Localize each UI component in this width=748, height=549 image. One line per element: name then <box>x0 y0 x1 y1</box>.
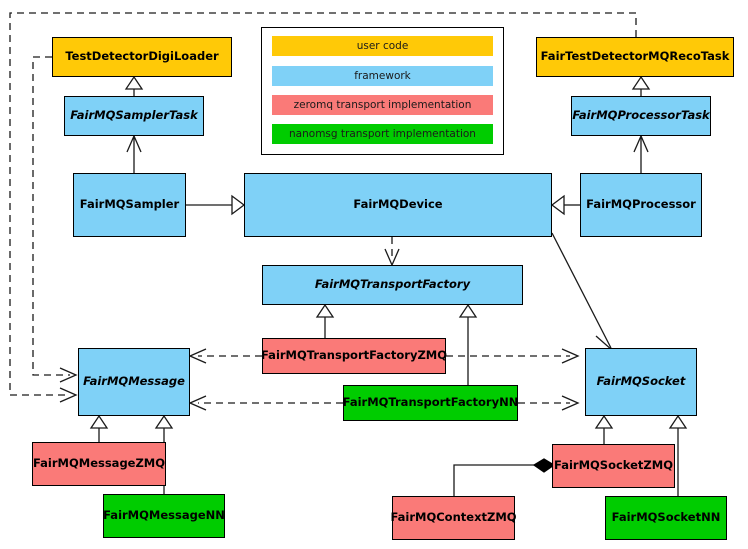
arrowhead-processortask-to-recotask <box>631 75 651 90</box>
arrowhead-socketnn-to-socket <box>668 414 688 429</box>
node-testdetectordigiloader[interactable]: TestDetectorDigiLoader <box>52 37 232 77</box>
node-label: FairMQSampler <box>79 197 180 212</box>
node-fairmqtransportfactory[interactable]: FairMQTransportFactory <box>262 265 523 305</box>
arrowhead-tfzmq-to-tf <box>315 303 335 318</box>
legend-item-nanomsg: nanomsg transport implementation <box>272 124 493 144</box>
legend-item-label: zeromq transport implementation <box>293 99 472 111</box>
arrowhead-samplertask-to-digiloader <box>124 75 144 90</box>
node-fairmqtransportfactorynn[interactable]: FairMQTransportFactoryNN <box>343 385 518 421</box>
edge-recotask-to-message <box>9 12 637 396</box>
arrowhead-processor-to-processortask <box>633 134 649 153</box>
edge-contextzmq-to-socketzmq <box>453 464 534 496</box>
legend-item-label: nanomsg transport implementation <box>289 128 476 140</box>
node-fairmqmessagezmq[interactable]: FairMQMessageZMQ <box>32 442 166 486</box>
node-fairmqtransportfactoryzmq[interactable]: FairMQTransportFactoryZMQ <box>261 338 448 374</box>
node-label: FairMQMessageNN <box>103 508 225 523</box>
diamond-contextzmq-to-socketzmq <box>532 458 556 473</box>
arrowhead-tfnn-to-message <box>188 395 207 411</box>
arrowhead-tfzmq-to-socket <box>561 348 580 364</box>
arrowhead-recotask-to-message <box>59 387 78 403</box>
node-fairmqsocketnn[interactable]: FairMQSocketNN <box>605 496 727 540</box>
node-fairmqcontextzmq[interactable]: FairMQContextZMQ <box>390 496 517 540</box>
node-fairmqsocketzmq[interactable]: FairMQSocketZMQ <box>552 444 675 488</box>
node-fairmqsamplertask[interactable]: FairMQSamplerTask <box>64 96 204 136</box>
node-label: FairMQTransportFactory <box>314 277 471 292</box>
node-label: FairMQMessage <box>83 374 185 389</box>
node-label: FairMQTransportFactoryNN <box>342 395 519 410</box>
node-label: FairMQSamplerTask <box>70 108 198 123</box>
legend-item-label: framework <box>354 70 411 82</box>
node-label: FairMQSocket <box>596 374 686 389</box>
node-label: FairMQContextZMQ <box>390 510 517 525</box>
edge-device-to-socket <box>551 232 612 349</box>
node-label: FairMQSocketNN <box>611 510 721 525</box>
node-label: FairMQMessageZMQ <box>32 456 166 471</box>
legend-item-zeromq: zeromq transport implementation <box>272 95 493 115</box>
node-label: FairMQTransportFactoryZMQ <box>261 348 448 363</box>
node-fairmqprocessor[interactable]: FairMQProcessor <box>580 173 702 237</box>
node-fairmqdevice[interactable]: FairMQDevice <box>244 173 552 237</box>
node-fairmqmessagenn[interactable]: FairMQMessageNN <box>103 494 225 538</box>
arrowhead-messagezmq-to-message <box>89 414 109 429</box>
node-label: TestDetectorDigiLoader <box>65 49 219 64</box>
arrowhead-messagenn-to-message <box>154 414 174 429</box>
arrowhead-socketzmq-to-socket <box>594 414 614 429</box>
arrowhead-sampler-to-samplertask <box>126 134 142 153</box>
node-label: FairMQDevice <box>353 197 443 212</box>
arrowhead-sampler-to-device <box>231 194 246 216</box>
legend-item-framework: framework <box>272 66 493 86</box>
node-label: FairMQSocketZMQ <box>554 458 673 473</box>
node-label: FairMQProcessor <box>586 197 696 212</box>
node-label: FairTestDetectorMQRecoTask <box>540 49 730 64</box>
node-fairmqsampler[interactable]: FairMQSampler <box>73 173 186 237</box>
node-fairmqprocessortask[interactable]: FairMQProcessorTask <box>571 96 711 136</box>
arrowhead-processor-to-device <box>550 194 565 216</box>
arrowhead-tfnn-to-tf <box>458 303 478 318</box>
legend-item-label: user code <box>356 40 409 52</box>
node-fairtestdetectormqrecotask[interactable]: FairTestDetectorMQRecoTask <box>536 37 734 77</box>
node-label: FairMQProcessorTask <box>572 108 710 123</box>
node-fairmqsocket[interactable]: FairMQSocket <box>585 348 697 416</box>
arrowhead-tfzmq-to-message <box>188 348 207 364</box>
arrowhead-tfnn-to-socket <box>561 395 580 411</box>
node-fairmqmessage[interactable]: FairMQMessage <box>78 348 190 416</box>
arrowhead-digiloader-to-message <box>59 367 78 383</box>
legend-item-user-code: user code <box>272 36 493 56</box>
